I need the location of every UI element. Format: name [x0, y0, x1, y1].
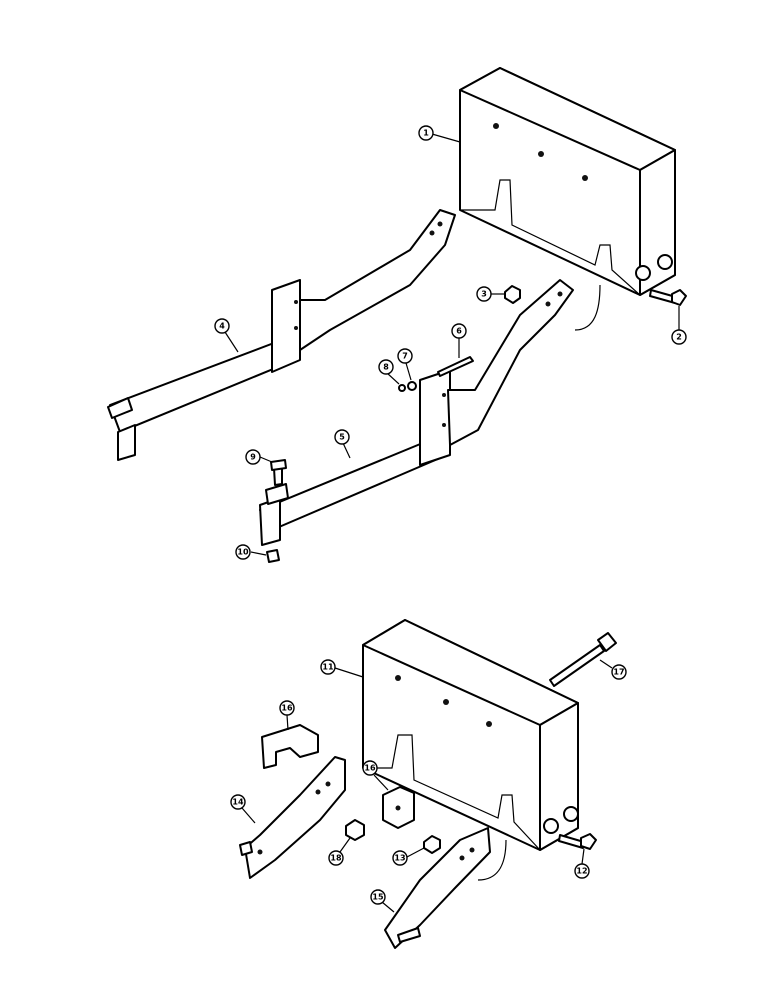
svg-text:14: 14	[232, 798, 244, 807]
svg-text:2: 2	[676, 333, 682, 342]
leader-15	[381, 901, 395, 913]
callout-8: 8	[378, 359, 394, 375]
svg-text:11: 11	[322, 663, 334, 672]
leader-10	[250, 551, 267, 556]
bolt-17	[549, 632, 617, 687]
leader-1	[431, 133, 461, 143]
svg-text:6: 6	[456, 327, 462, 336]
leader-16a	[286, 714, 289, 731]
svg-text:16: 16	[364, 764, 376, 773]
callout-16-upper: 16	[279, 700, 295, 716]
leader-12	[581, 848, 585, 865]
svg-text:3: 3	[481, 290, 487, 299]
callout-11: 11	[320, 659, 336, 675]
counterweight-upper	[459, 67, 676, 331]
callout-3: 3	[476, 286, 492, 302]
leader-17	[599, 659, 613, 669]
leader-7	[405, 362, 412, 381]
callout-1: 1	[418, 125, 434, 141]
svg-text:18: 18	[330, 854, 342, 863]
hardware-lower	[345, 819, 597, 854]
clip-16-upper	[261, 724, 319, 769]
leader-8	[386, 372, 400, 385]
svg-text:15: 15	[372, 893, 384, 902]
callout-15: 15	[370, 889, 386, 905]
callout-17: 17	[611, 664, 627, 680]
callout-10: 10	[235, 544, 251, 560]
callout-9: 9	[245, 449, 261, 465]
link-15	[384, 827, 491, 949]
callout-7: 7	[397, 348, 413, 364]
leader-4	[224, 331, 239, 353]
svg-text:1: 1	[423, 129, 429, 138]
link-14	[239, 756, 346, 879]
callout-6: 6	[451, 323, 467, 339]
bracket-right-upper	[259, 279, 574, 546]
leader-18	[339, 837, 351, 853]
svg-text:7: 7	[402, 352, 408, 361]
svg-text:12: 12	[576, 867, 587, 876]
bracket-left-upper	[107, 209, 456, 461]
svg-text:9: 9	[250, 453, 256, 462]
callout-2: 2	[671, 329, 687, 345]
leader-13	[406, 847, 425, 858]
callout-13: 13	[392, 850, 408, 866]
leader-5	[342, 442, 351, 459]
leader-14	[241, 807, 256, 824]
leader-9	[259, 456, 273, 463]
svg-text:17: 17	[613, 668, 624, 677]
svg-text:16: 16	[281, 704, 293, 713]
callout-12: 12	[574, 863, 590, 879]
svg-text:8: 8	[383, 363, 389, 372]
callout-16-lower: 16	[362, 760, 378, 776]
leader-11	[334, 667, 364, 678]
leader-16b	[373, 774, 389, 791]
svg-text:4: 4	[219, 322, 225, 331]
clip-16-lower	[382, 786, 415, 829]
callout-4: 4	[214, 318, 230, 334]
counterweight-lower	[362, 619, 579, 881]
hardware-upper	[266, 285, 687, 563]
callout-5: 5	[334, 429, 350, 445]
callout-14: 14	[230, 794, 246, 810]
svg-text:10: 10	[237, 548, 249, 557]
svg-text:13: 13	[394, 854, 405, 863]
svg-text:5: 5	[339, 433, 345, 442]
callout-18: 18	[328, 850, 344, 866]
